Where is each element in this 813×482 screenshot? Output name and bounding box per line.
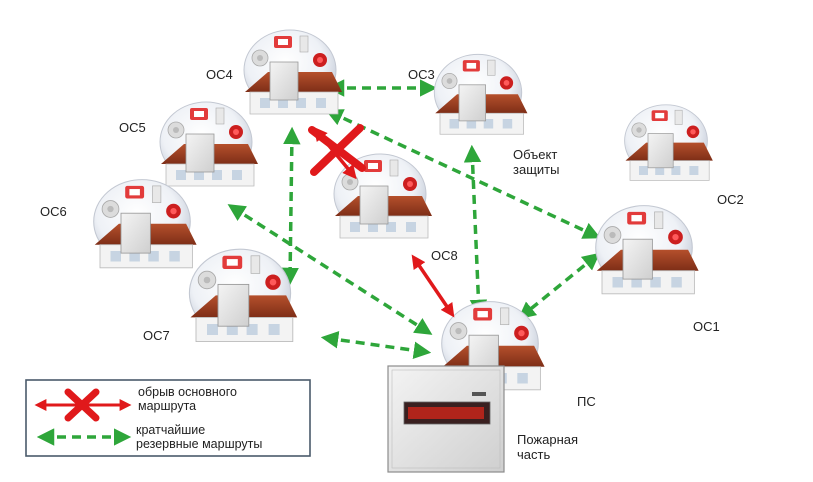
label-oc8: ОС8 <box>431 248 458 263</box>
label-oc2: ОС2 <box>717 192 744 207</box>
house-oc1 <box>595 205 700 295</box>
label-fire-station: Пожарная часть <box>517 432 579 462</box>
legend-backup-label: кратчайшие резервные маршруты <box>136 423 263 451</box>
label-oc3: ОС3 <box>408 67 435 82</box>
route-oc4-oc1 <box>325 109 601 239</box>
legend-break-label: обрыв основного маршрута <box>138 385 237 413</box>
control-panel <box>387 365 505 473</box>
house-oc2 <box>624 104 714 181</box>
label-ps: ПС <box>577 394 596 409</box>
label-oc7: ОС7 <box>143 328 170 343</box>
route-oc6-ps <box>227 204 433 335</box>
house-oc4 <box>243 29 343 115</box>
house-oc7 <box>188 248 298 343</box>
legend-break-symbol <box>34 388 132 422</box>
house-oc6 <box>93 179 198 269</box>
house-oc3 <box>433 53 528 135</box>
label-oc5: ОС5 <box>119 120 146 135</box>
route-oc3-ps <box>463 144 488 318</box>
route-oc1-ps <box>517 252 601 320</box>
main-route-oc8-ps <box>411 254 455 318</box>
label-oc1: ОС1 <box>693 319 720 334</box>
label-oc4: ОС4 <box>206 67 233 82</box>
route-oc4-oc7 <box>281 126 301 286</box>
label-oc6: ОС6 <box>40 204 67 219</box>
break-mark <box>308 124 366 180</box>
backup-routes <box>227 79 601 359</box>
legend <box>25 379 311 457</box>
house-oc8 <box>333 153 433 239</box>
label-object-protection: Объект защиты <box>513 147 560 177</box>
route-oc7-ps <box>320 331 432 359</box>
house-oc5 <box>159 101 259 187</box>
